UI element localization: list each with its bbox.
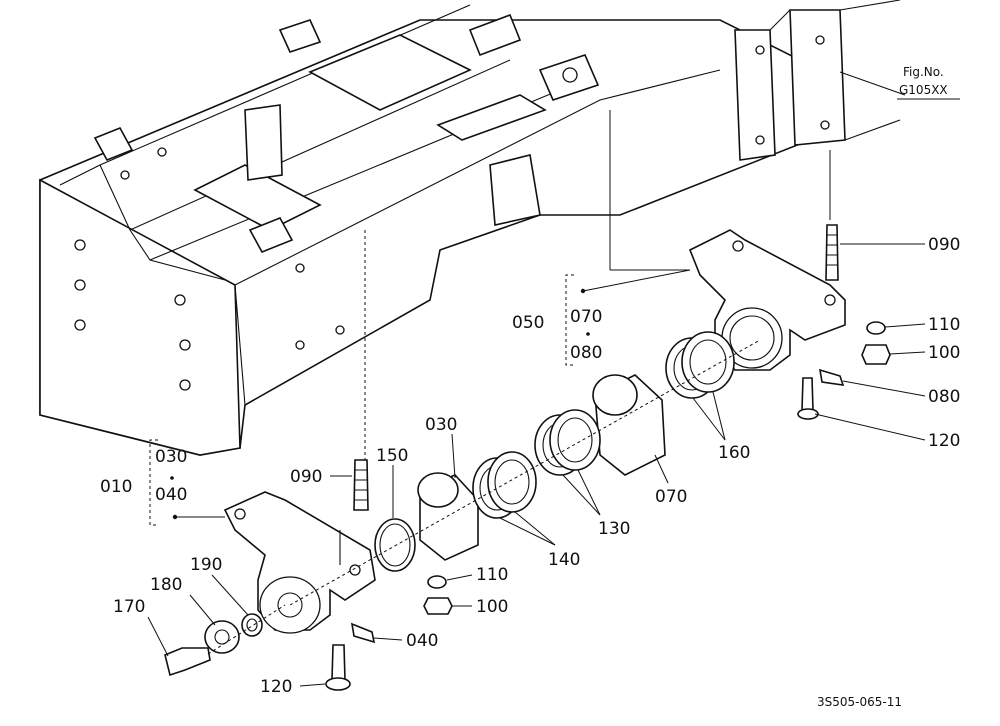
label-150: 150: [376, 446, 408, 466]
label-170: 170: [113, 597, 145, 617]
label-040: 040: [406, 631, 438, 651]
group-bracket-left: [149, 439, 174, 526]
label-080-group: 080: [570, 343, 602, 363]
label-030-group: 030: [155, 447, 187, 467]
label-110-right: 110: [928, 315, 960, 335]
drawing-code: 3S505-065-11: [817, 695, 902, 709]
label-010: 010: [100, 477, 132, 497]
label-070-group: 070: [570, 307, 602, 327]
label-100-right: 100: [928, 343, 960, 363]
label-040-group: 040: [155, 485, 187, 505]
label-050: 050: [512, 313, 544, 333]
group-bracket-right: [565, 274, 590, 366]
left-bracket-assembly: [164, 230, 761, 691]
label-130: 130: [598, 519, 630, 539]
label-090-right: 090: [928, 235, 960, 255]
label-190: 190: [190, 555, 222, 575]
label-070: 070: [655, 487, 687, 507]
fig-ref-line2: G105XX: [899, 83, 948, 97]
label-110-left: 110: [476, 565, 508, 585]
label-090-left: 090: [290, 467, 322, 487]
label-120-right: 120: [928, 431, 960, 451]
label-180: 180: [150, 575, 182, 595]
fig-ref: Fig.No. G105XX: [897, 65, 960, 100]
label-140: 140: [548, 550, 580, 570]
label-120-left: 120: [260, 677, 292, 697]
label-100-left: 100: [476, 597, 508, 617]
fig-ref-line1: Fig.No.: [903, 65, 944, 79]
right-bracket-assembly: [534, 110, 891, 476]
chassis-frame: [39, 0, 901, 456]
label-160: 160: [718, 443, 750, 463]
label-080: 080: [928, 387, 960, 407]
leader-lines: [147, 71, 926, 687]
label-030: 030: [425, 415, 457, 435]
